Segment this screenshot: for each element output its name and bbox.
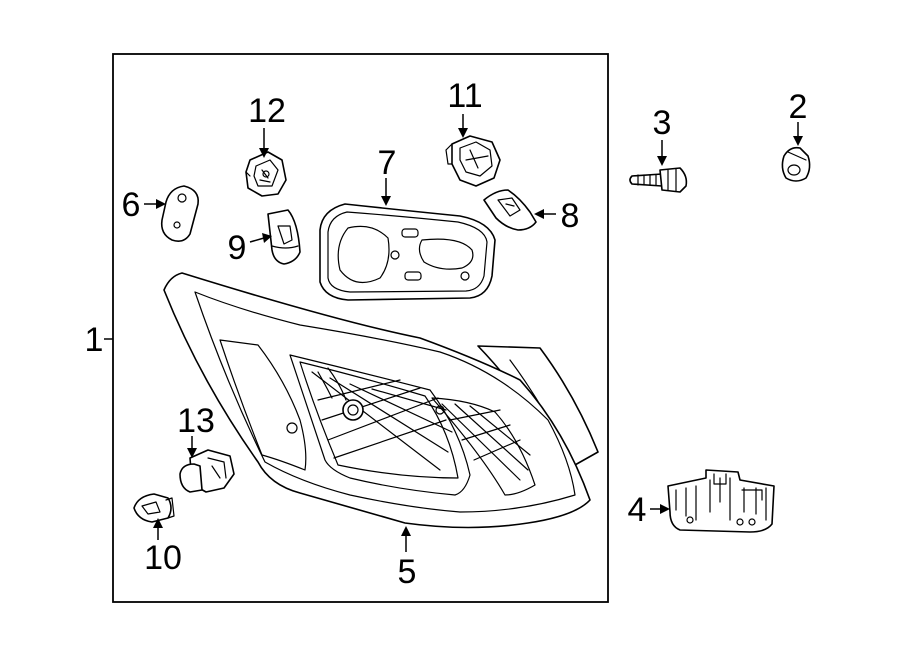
callout-2: 2 (789, 88, 808, 126)
lamp-nut[interactable] (781, 146, 811, 182)
tail-lamp-housing[interactable] (163, 272, 599, 529)
callout-6: 6 (122, 186, 141, 224)
callout-11: 11 (447, 77, 482, 115)
leader-lines (104, 114, 803, 552)
mounting-screw[interactable] (629, 167, 688, 193)
callout-10: 10 (144, 539, 182, 577)
bulb-9[interactable] (267, 209, 301, 265)
callout-4: 4 (628, 491, 647, 529)
bulb-socket-12[interactable] (245, 151, 287, 197)
lamp-pad[interactable] (160, 185, 200, 242)
callout-12: 12 (248, 92, 286, 130)
callout-3: 3 (653, 104, 672, 142)
bulb-10[interactable] (133, 493, 175, 523)
callout-1: 1 (85, 321, 104, 359)
bulb-8[interactable] (483, 189, 537, 231)
callout-8: 8 (561, 197, 580, 235)
lamp-bracket[interactable] (667, 469, 775, 533)
callout-9: 9 (228, 229, 247, 267)
lamp-gasket[interactable] (319, 203, 496, 301)
bulb-socket-11[interactable] (445, 135, 501, 187)
callout-13: 13 (177, 402, 215, 440)
callout-7: 7 (378, 144, 397, 182)
assembly-frame (112, 53, 609, 603)
bulb-socket-13[interactable] (179, 449, 235, 493)
callout-labels: 1 2 3 4 5 6 7 8 9 10 11 12 13 (85, 77, 808, 591)
callout-5: 5 (398, 553, 417, 591)
